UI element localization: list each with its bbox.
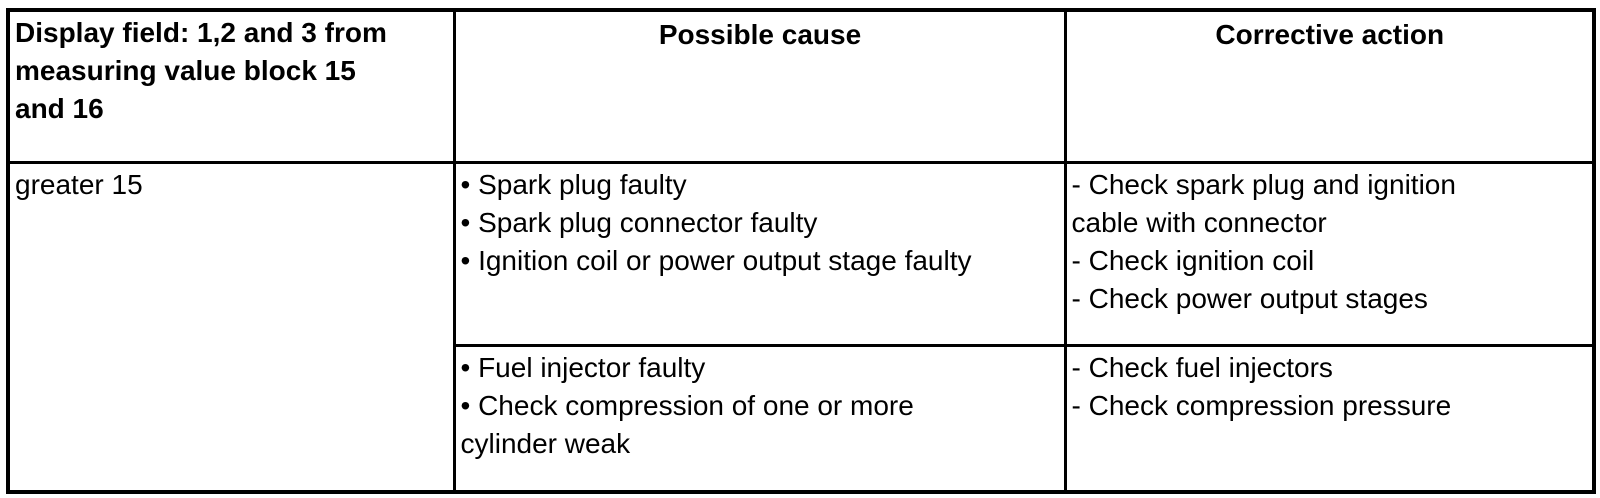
cell-text-line: • Spark plug faulty	[460, 168, 687, 200]
cell-text-line: - Check ignition coil	[1071, 244, 1315, 276]
header-text-line: and 16	[15, 93, 104, 124]
cell-text-line: • Ignition coil or power output stage fa…	[460, 244, 972, 276]
cell-text-line: - Check fuel injectors	[1071, 351, 1333, 383]
header-display-field: Display field: 1,2 and 3 from measuring …	[6, 8, 456, 164]
cell-text-line: - Check compression pressure	[1071, 389, 1452, 421]
header-possible-cause: Possible cause	[452, 8, 1067, 164]
diagnostic-table: Display field: 1,2 and 3 from measuring …	[6, 8, 1596, 494]
header-text-line: Possible cause	[658, 19, 862, 50]
cell-row2-causes: • Fuel injector faulty • Check compressi…	[452, 343, 1067, 494]
cell-text-line: cable with connector	[1071, 206, 1327, 238]
table-row: greater 15 • Spark plug faulty • Spark p…	[6, 160, 1596, 494]
header-text-line: Corrective action	[1215, 19, 1445, 50]
cell-row1-causes: • Spark plug faulty • Spark plug connect…	[452, 160, 1067, 347]
table-header-row: Display field: 1,2 and 3 from measuring …	[6, 8, 1596, 164]
cell-text-line: - Check power output stages	[1071, 282, 1428, 314]
header-text-line: Display field: 1,2 and 3 from	[15, 17, 387, 48]
cell-display-field-value: greater 15	[6, 160, 456, 494]
cell-text-line: • Fuel injector faulty	[460, 351, 706, 383]
table-row: • Fuel injector faulty • Check compressi…	[8, 343, 1596, 494]
cell-row2-actions: - Check fuel injectors - Check compressi…	[1063, 343, 1596, 494]
cell-text-line: • Spark plug connector faulty	[460, 206, 818, 238]
cell-text-line: cylinder weak	[460, 427, 631, 459]
cell-row1-actions: - Check spark plug and ignition cable wi…	[1063, 160, 1596, 347]
header-text-line: measuring value block 15	[15, 55, 356, 86]
cell-text-line: - Check spark plug and ignition	[1071, 168, 1456, 200]
header-corrective-action: Corrective action	[1063, 8, 1596, 164]
cell-text-line: • Check compression of one or more	[460, 389, 914, 421]
cell-text-line: greater 15	[15, 168, 143, 200]
